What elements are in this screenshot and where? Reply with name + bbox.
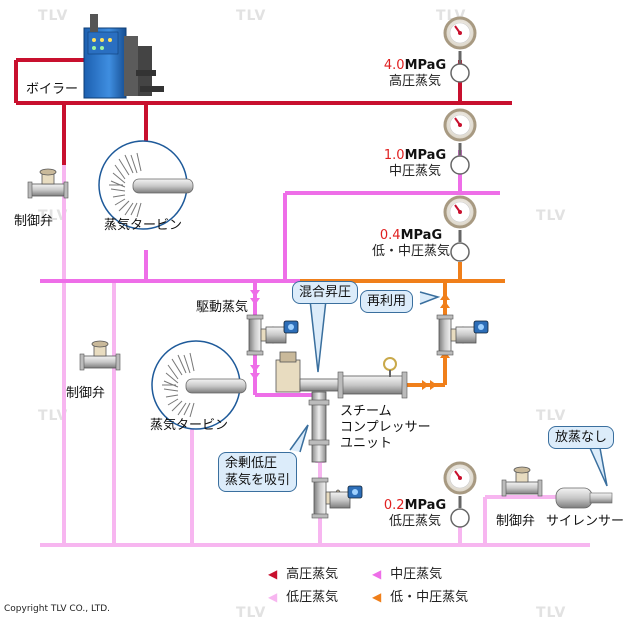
control-valve-label: 制御弁 (14, 214, 54, 229)
legend-arrow-icon: ◀ (372, 590, 382, 604)
copyright: Copyright TLV CO., LTD. (4, 604, 111, 614)
legend-low: ◀ 低圧蒸気 (268, 590, 339, 605)
watermark: TLV (38, 408, 69, 424)
watermark: TLV (536, 408, 567, 424)
silencer-label: サイレンサー (546, 514, 625, 529)
steam-turbine-icon (98, 140, 194, 230)
callout-tails (289, 291, 608, 487)
control-valve-label: 制御弁 (496, 514, 536, 529)
legend-arrow-icon: ◀ (268, 567, 278, 581)
pressure-label-medium: 1.0MPaG 中圧蒸気 (383, 148, 447, 179)
steam-turbine-icon (151, 340, 247, 430)
turbine-label: 蒸気タービン (104, 218, 183, 233)
callout-mix-boost: 混合昇圧 (292, 281, 359, 304)
watermark: TLV (536, 605, 567, 621)
legend-arrow-icon: ◀ (372, 567, 382, 581)
pressure-label-low: 0.2MPaG 低圧蒸気 (383, 498, 447, 529)
compressor-label: コンプレッサー (340, 420, 431, 435)
compressor-label: ユニット (340, 436, 393, 451)
silencer-icon (555, 487, 613, 509)
transmitter-icon (329, 485, 363, 509)
watermark: TLV (536, 208, 567, 224)
watermark: TLV (236, 8, 267, 24)
transmitter-icon (455, 320, 489, 344)
pressure-label-lowmid: 0.4MPaG 低・中圧蒸気 (371, 228, 450, 259)
legend-high: ◀ 高圧蒸気 (268, 567, 339, 582)
boiler-icon (83, 14, 164, 99)
watermark: TLV (38, 208, 69, 224)
control-valve-label: 制御弁 (66, 386, 106, 401)
callout-no-release: 放蒸なし (548, 426, 615, 449)
compressor-label: スチーム (340, 404, 392, 419)
turbine-label: 蒸気タービン (150, 418, 229, 433)
boiler-label: ボイラー (26, 82, 79, 97)
legend-lowmid: ◀ 低・中圧蒸気 (372, 590, 469, 605)
transmitter-icon (265, 320, 299, 344)
control-valve-icon (501, 466, 543, 497)
legend-medium: ◀ 中圧蒸気 (372, 567, 443, 582)
watermark: TLV (38, 8, 69, 24)
callout-reuse: 再利用 (360, 290, 414, 313)
steam-compressor-icon (275, 351, 408, 463)
callout-surplus: 余剰低圧 蒸気を吸引 (218, 452, 298, 492)
driving-steam-label: 駆動蒸気 (196, 300, 249, 315)
pressure-label-high: 4.0MPaG 高圧蒸気 (383, 58, 447, 89)
watermark: TLV (236, 605, 267, 621)
legend-arrow-icon: ◀ (268, 590, 278, 604)
